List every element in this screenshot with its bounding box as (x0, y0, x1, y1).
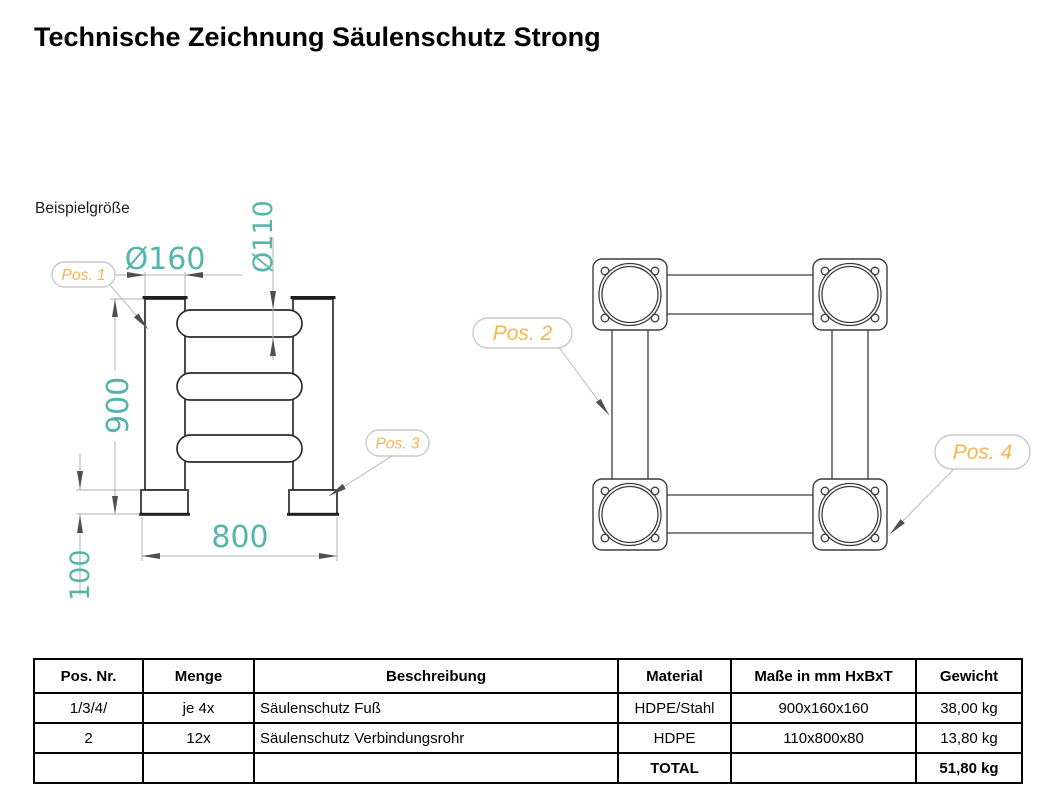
dimension-tube-diameter: Ø110 (248, 200, 279, 273)
cell-masse: 110x800x80 (730, 722, 917, 754)
table-total-row: TOTAL 51,80 kg (33, 752, 1023, 784)
left-foot (140, 489, 189, 515)
flange-top-right (812, 258, 888, 331)
pos2-bubble (472, 317, 573, 349)
flange-bottom-left (592, 478, 668, 551)
header-gewicht: Gewicht (915, 658, 1023, 694)
column-protector-front (139, 296, 339, 516)
tube-middle (176, 372, 303, 401)
example-size-label: Beispielgröße (35, 200, 130, 217)
cell-menge (142, 752, 255, 784)
flange-top-left (592, 258, 668, 331)
cell-pos-nr (33, 752, 144, 784)
tube-bottom (176, 434, 303, 463)
right-foot (288, 489, 338, 515)
table-header-row: Pos. Nr. Menge Beschreibung Material Maß… (33, 658, 1023, 694)
cell-beschreibung: Säulenschutz Fuß (253, 692, 619, 724)
dimension-foot-height: 100 (65, 549, 96, 601)
table-row: 2 12x Säulenschutz Verbindungsrohr HDPE … (33, 722, 1023, 754)
dimension-total-height: 900 (101, 377, 136, 434)
pos3-leader-line (328, 455, 393, 497)
table-row: 1/3/4/ je 4x Säulenschutz Fuß HDPE/Stahl… (33, 692, 1023, 724)
left-base-plate (139, 512, 190, 516)
cell-material: HDPE/Stahl (617, 692, 732, 724)
pos1-label: Pos. 1 (62, 267, 106, 284)
top-view-drawing: Pos. 2 Pos. 4 (472, 258, 1031, 551)
header-beschreibung: Beschreibung (253, 658, 619, 694)
cell-gewicht: 38,00 kg (915, 692, 1023, 724)
pos4-bubble (934, 434, 1031, 470)
dimension-post-width: Ø160 (125, 242, 206, 277)
tube-top (176, 309, 303, 338)
page-title: Technische Zeichnung Säulenschutz Strong (34, 22, 601, 52)
cell-material: HDPE (617, 722, 732, 754)
dimension-overall-width: 800 (211, 520, 268, 555)
cell-gewicht: 13,80 kg (915, 722, 1023, 754)
pos1-bubble (51, 261, 116, 288)
cell-masse (730, 752, 917, 784)
right-post-cap (290, 296, 336, 300)
left-post-cap (142, 296, 188, 300)
header-material: Material (617, 658, 732, 694)
top-view-tubes (611, 274, 869, 534)
cell-total-label: TOTAL (617, 752, 732, 784)
pos4-leader-line (889, 467, 956, 535)
cell-pos-nr: 2 (33, 722, 144, 754)
header-pos-nr: Pos. Nr. (33, 658, 144, 694)
cell-pos-nr: 1/3/4/ (33, 692, 144, 724)
header-masse: Maße in mm HxBxT (730, 658, 917, 694)
cell-beschreibung: Säulenschutz Verbindungsrohr (253, 722, 619, 754)
cell-menge: 12x (142, 722, 255, 754)
pos3-bubble (365, 429, 430, 457)
header-menge: Menge (142, 658, 255, 694)
cell-menge: je 4x (142, 692, 255, 724)
pos3-label: Pos. 3 (376, 436, 420, 453)
flange-bottom-right (812, 478, 888, 551)
bom-table: Pos. Nr. Menge Beschreibung Material Maß… (33, 658, 1023, 784)
pos2-leader-line (557, 345, 610, 416)
cell-masse: 900x160x160 (730, 692, 917, 724)
right-base-plate (287, 512, 339, 516)
front-view-drawing: Ø160 Ø110 900 100 800 Pos. 1 Pos. 3 (51, 200, 430, 601)
cell-total-weight: 51,80 kg (915, 752, 1023, 784)
pos1-leader-line (109, 284, 149, 330)
dimension-lines (77, 237, 337, 595)
cell-beschreibung (253, 752, 619, 784)
pos4-label: Pos. 4 (953, 441, 1013, 464)
pos2-label: Pos. 2 (493, 322, 553, 345)
